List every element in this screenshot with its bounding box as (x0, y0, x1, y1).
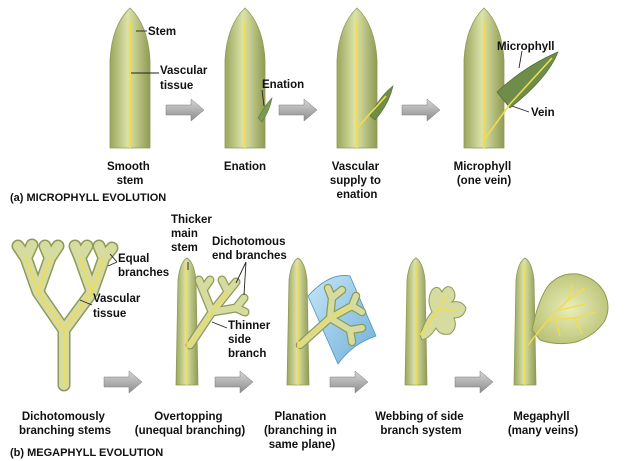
microphyll-vein (483, 57, 553, 141)
label-microphyll: Microphyll (497, 41, 555, 53)
leader-mega-vascular (79, 299, 93, 306)
section-label-megaphyll: (b) MEGAPHYLL EVOLUTION (10, 447, 163, 459)
label-thicker-2: main (171, 228, 198, 240)
mega-vascular-3 (297, 265, 353, 385)
arrow-a1 (165, 98, 205, 122)
label-thinner-2: side (228, 334, 251, 346)
leader-dichot-end (235, 261, 247, 296)
arrow-b3 (329, 370, 369, 394)
megaphyll-blade (531, 273, 609, 345)
leader-enation (261, 89, 265, 107)
label-thinner-1: Thinner (228, 320, 271, 332)
label-stem: Stem (148, 26, 176, 38)
label-mega-vascular-1: Vascular (93, 293, 141, 305)
caption-dichotomous: Dichotomously branching stems (19, 411, 111, 437)
arrow-b4 (454, 370, 494, 394)
micro-arrows (165, 98, 441, 122)
mega-vascular-4 (415, 265, 456, 385)
leader-equal-branches (107, 253, 118, 267)
microphyll-leaf (496, 51, 559, 109)
megaphyll-veins (527, 283, 597, 346)
arrow-b1 (103, 370, 143, 394)
mega-stage-overtopping (175, 257, 250, 386)
label-enation: Enation (262, 79, 304, 91)
mega-stage-planation (286, 257, 377, 386)
leader-thinner-side (211, 321, 228, 329)
label-dichot-2: end branches (212, 250, 287, 262)
caption-microphyll: Microphyll (one vein) (454, 161, 515, 187)
label-thicker-1: Thicker (171, 214, 212, 226)
mega-stage-megaphyll (513, 257, 609, 386)
mega-vascular-2 (186, 265, 229, 385)
caption-planation: Planation (branching in same plane) (264, 411, 340, 451)
caption-overtopping: Overtopping (unequal branching) (135, 411, 246, 437)
arrow-b2 (214, 370, 254, 394)
caption-megaphyll: Megaphyll (many veins) (508, 411, 578, 437)
micro-stage-smooth-stem (109, 7, 151, 149)
mega-arrows (103, 370, 494, 394)
enation-bump (257, 97, 273, 123)
enation-vein (356, 95, 387, 129)
label-thicker-3: stem (171, 242, 198, 254)
mega-stage-webbing (404, 257, 467, 386)
mega-stage-dichotomous (11, 238, 119, 392)
label-vein: Vein (531, 107, 555, 119)
arrow-a3 (401, 98, 441, 122)
section-label-microphyll: (a) MICROPHYLL EVOLUTION (10, 192, 166, 204)
caption-webbing: Webbing of side branch system (375, 411, 467, 437)
label-vascular-2: tissue (160, 80, 193, 92)
caption-vascular-supply: Vascular supply to enation (330, 161, 384, 201)
arrow-a2 (278, 98, 318, 122)
micro-stage-microphyll (463, 7, 559, 149)
webbed-branches (419, 286, 467, 341)
label-equal-2: branches (118, 267, 169, 279)
label-vascular-1: Vascular (160, 65, 208, 77)
micro-stage-vascular-supply (336, 7, 394, 149)
leader-microphyll (518, 50, 523, 69)
micro-stage-enation (224, 7, 273, 149)
leader-vein (511, 105, 530, 113)
mega-vascular-1 (25, 257, 105, 386)
label-mega-vascular-2: tissue (93, 308, 126, 320)
label-thinner-3: branch (228, 348, 266, 360)
label-equal-1: Equal (118, 253, 149, 265)
label-dichot-1: Dichotomous (212, 236, 285, 248)
enation-leaf (369, 85, 394, 121)
caption-smooth-stem: Smooth stem (107, 161, 153, 187)
caption-enation: Enation (224, 161, 266, 173)
